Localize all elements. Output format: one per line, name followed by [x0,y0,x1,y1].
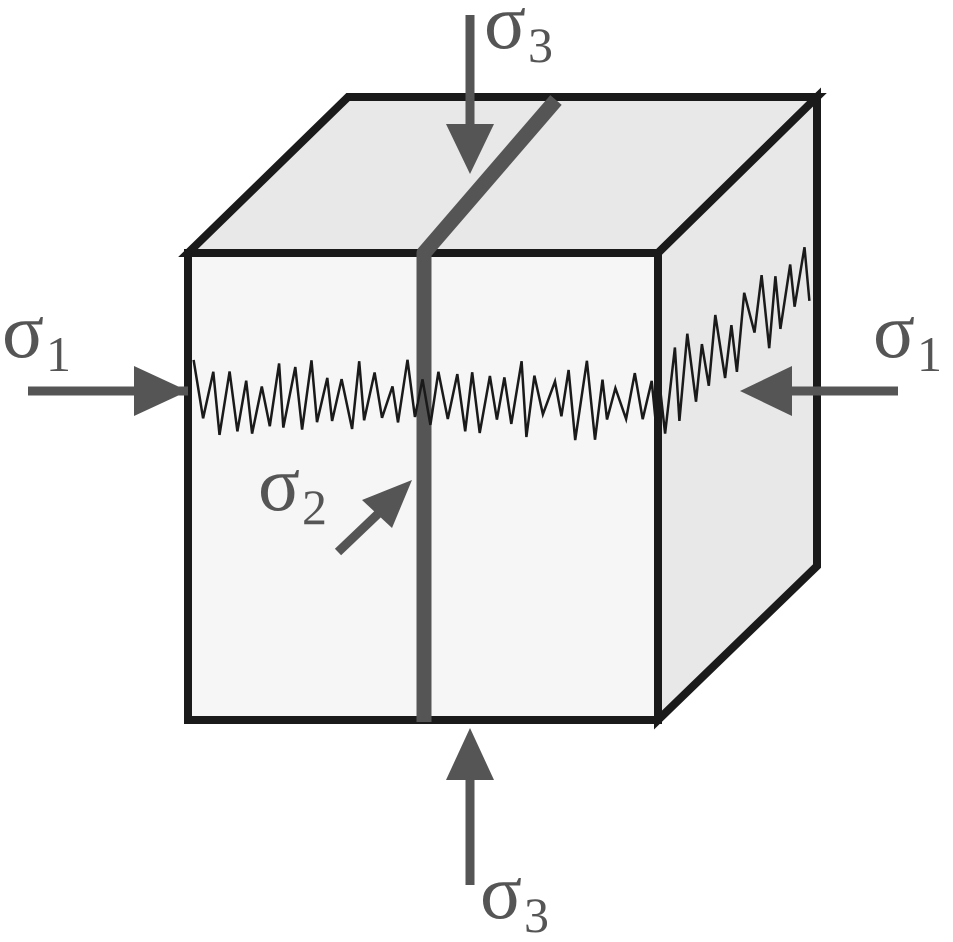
fracture-plane [416,95,562,722]
sigma3-top-label: σ3 [484,0,553,73]
sigma2-arrowhead [362,480,412,528]
sigma1-right-arrowhead [740,366,792,416]
sigma3-bottom-label: σ3 [480,848,549,942]
fracture-trace-side [657,246,811,434]
sigma2-arrow [334,508,384,556]
sigma3-top-arrowhead [446,124,494,174]
sigma1-right-label: σ1 [873,287,942,382]
sigma2-label: σ2 [258,440,327,535]
sigma1-left-arrowhead [134,366,188,416]
sigma1-left-label: σ1 [2,287,71,382]
fracture-trace-front [192,359,659,441]
sigma3-bottom-arrowhead [446,728,494,780]
